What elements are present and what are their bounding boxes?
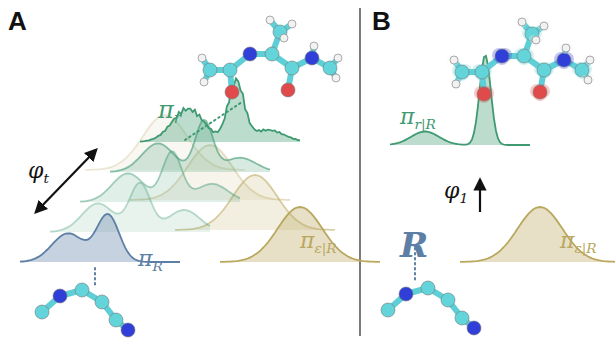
atom	[265, 47, 279, 61]
atom	[518, 18, 526, 26]
density-label: πε|R	[300, 230, 337, 255]
density-label: πε|R	[560, 230, 597, 255]
noise-distribution-fill	[460, 207, 615, 262]
atom	[285, 61, 299, 75]
atom	[452, 80, 460, 88]
density-curve	[80, 151, 240, 202]
phi-t-arrow	[36, 150, 96, 212]
noise-distribution-fill	[220, 207, 380, 262]
panel-letter: A	[8, 8, 27, 34]
atom	[455, 65, 469, 79]
density-curve-fill	[20, 214, 180, 262]
molecule	[381, 281, 481, 335]
atom	[467, 321, 481, 335]
atom	[198, 54, 206, 62]
atom	[35, 305, 49, 319]
parameter-label: φ1	[444, 180, 468, 205]
atom	[121, 323, 135, 337]
atom	[281, 83, 295, 97]
phi-1-arrow	[479, 180, 481, 212]
density-curve-fill	[110, 120, 270, 172]
atom	[200, 78, 208, 86]
atom	[532, 36, 540, 44]
atom	[203, 63, 217, 77]
atom	[421, 281, 435, 295]
atom	[323, 61, 337, 75]
atom	[75, 283, 89, 297]
atom	[441, 293, 455, 307]
noise-distribution	[460, 207, 615, 262]
atom	[310, 42, 318, 50]
density-curve-fill	[140, 79, 300, 143]
noise-distribution	[220, 207, 380, 262]
atom	[280, 34, 288, 42]
atom	[381, 303, 395, 317]
atom	[332, 74, 340, 82]
atom	[53, 289, 67, 303]
panel-letter: B	[372, 8, 391, 34]
atom	[537, 63, 551, 77]
atom	[243, 47, 257, 61]
density-curve	[140, 79, 300, 142]
parameter-label: φt	[28, 160, 49, 185]
density-curve-fill	[80, 151, 240, 202]
density-curve	[110, 120, 270, 172]
atom	[533, 85, 547, 99]
atom	[266, 16, 274, 24]
atom	[586, 56, 594, 64]
atom	[584, 76, 592, 84]
atom	[540, 22, 548, 30]
conditional-density	[390, 56, 530, 145]
density-label: πr	[158, 98, 181, 126]
variable-label: R	[400, 228, 428, 262]
molecule	[198, 16, 342, 99]
atom	[305, 51, 319, 65]
density-label: πr|R	[400, 106, 436, 131]
atom	[495, 49, 509, 63]
atom	[288, 20, 296, 28]
atom	[223, 63, 237, 77]
atom	[334, 54, 342, 62]
atom	[95, 295, 109, 309]
atom	[562, 44, 570, 52]
density-curve	[20, 214, 180, 262]
panel-divider	[359, 8, 360, 336]
atom	[477, 87, 491, 101]
atom	[575, 63, 589, 77]
molecule	[447, 17, 597, 103]
dotted-leader	[185, 102, 242, 140]
conditional-density-fill	[390, 56, 530, 145]
atom	[450, 56, 458, 64]
density-curve	[50, 183, 210, 232]
atom	[475, 65, 489, 79]
atom	[109, 313, 123, 327]
density-label: πR	[138, 248, 163, 273]
dotted-leader	[94, 268, 96, 285]
atom	[517, 49, 531, 63]
atom	[455, 311, 469, 325]
density-curve-fill	[50, 183, 210, 232]
molecule	[35, 283, 135, 337]
atom	[399, 287, 413, 301]
atom	[557, 53, 571, 67]
atom	[225, 85, 239, 99]
